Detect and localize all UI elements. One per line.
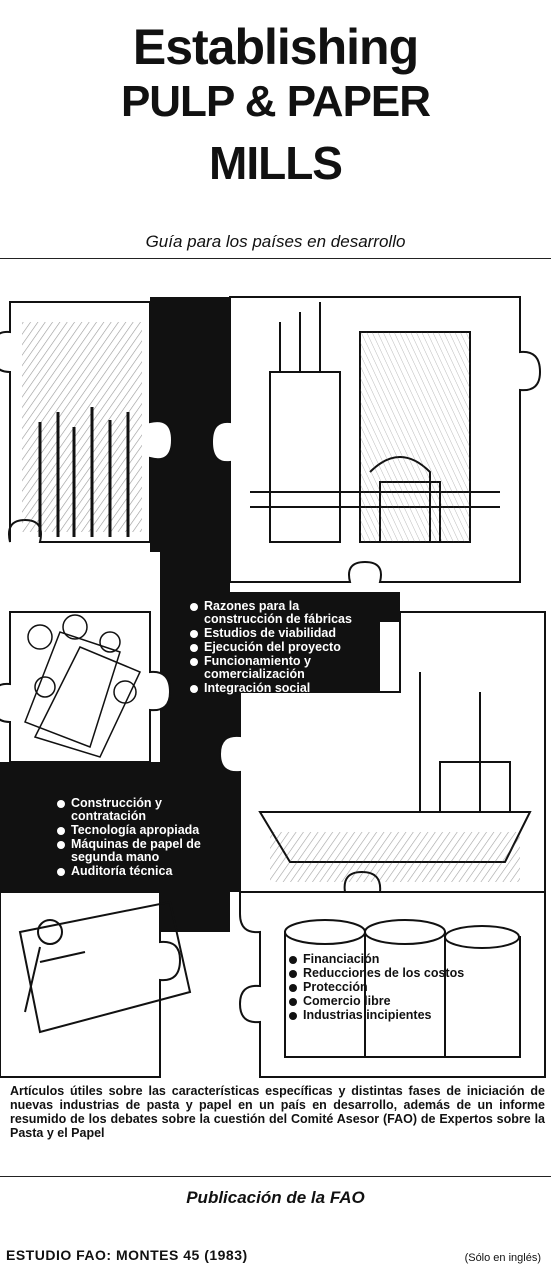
publisher: Publicación de la FAO [186,1188,365,1207]
puzzle-illustration [0,296,546,1078]
bullets-planning: Razones para la construcción de fábricas… [188,600,358,696]
series-label: ESTUDIO FAO: MONTES 45 (1983) [6,1247,248,1263]
bullet-item: Comercio libre [287,995,497,1008]
bullet-item: Funcionamiento y comercialización [188,655,358,681]
ship-piece [218,611,546,893]
bullet-item: Estudios de viabilidad [188,627,358,640]
bullet-item: Razones para la construcción de fábricas [188,600,358,626]
drafting-piece [0,891,192,1078]
bullet-item: Reducciones de los costos [287,967,497,980]
bullet-item: Construcción y contratación [55,797,235,823]
subtitle: Guía para los países en desarrollo [145,232,406,251]
language-note: (Sólo en inglés) [464,1252,541,1264]
bullet-item: Máquinas de papel de segunda mano [55,838,235,864]
description: Artículos útiles sobre las característic… [10,1084,545,1140]
bullet-item: Integración social [188,682,358,695]
money-piece [0,611,172,763]
bottom-divider [0,1176,551,1177]
bullets-finance: Financiación Reducciones de los costos P… [287,953,497,1023]
bullet-item: Auditoría técnica [55,865,235,878]
forest-piece [0,301,174,543]
title-line-1: Establishing [132,19,419,75]
bullet-item: Ejecución del proyecto [188,641,358,654]
top-divider [0,258,551,259]
bullet-item: Financiación [287,953,497,966]
title-line-3: MILLS [209,137,343,189]
factory-piece [210,296,542,583]
bullet-item: Tecnología apropiada [55,824,235,837]
bullets-construction: Construcción y contratación Tecnología a… [55,797,235,879]
title-line-2: PULP & PAPER [120,77,431,126]
bullet-item: Industrias incipientes [287,1009,497,1022]
bullet-item: Protección [287,981,497,994]
paper-rolls-piece [238,891,546,1078]
